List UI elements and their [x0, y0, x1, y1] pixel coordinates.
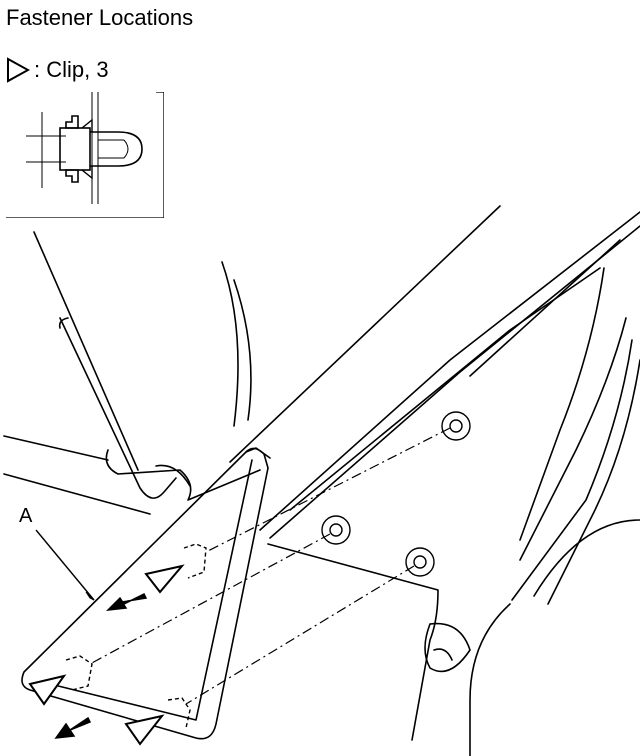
clip-hole-2 — [321, 515, 351, 545]
removal-arrow-1 — [105, 592, 148, 611]
clip-marker-2 — [28, 674, 67, 706]
callout-a-leader — [35, 529, 95, 601]
removal-arrow-2 — [54, 716, 92, 739]
door-frame-upper — [259, 211, 640, 531]
clip-hole-1 — [441, 411, 471, 441]
clip-holes — [321, 411, 471, 577]
clip-detail-inset — [6, 92, 164, 218]
trim-piece-a-outline — [21, 447, 269, 740]
body-curve-1 — [221, 261, 239, 427]
clip-markers — [28, 564, 185, 746]
leader-lines — [89, 427, 451, 705]
windshield-edge-line — [229, 205, 501, 463]
pillar-edge-line — [33, 231, 139, 471]
page-title: Fastener Locations — [6, 5, 194, 30]
callout-a-label: A — [19, 505, 33, 527]
clip-symbol-icon — [7, 57, 30, 83]
legend-label: : Clip, 3 — [34, 57, 109, 82]
clip-marker-1 — [144, 564, 185, 594]
legend-clip: : Clip, 3 — [6, 56, 109, 84]
dashboard-upper-line — [3, 435, 109, 461]
dashboard-lower-line — [3, 473, 151, 515]
clip-hole-3 — [405, 547, 435, 577]
removal-arrows — [54, 592, 148, 739]
clip-hidden-outlines — [65, 543, 207, 729]
door-panel-edge — [267, 543, 439, 741]
pillar-cover-outline — [59, 317, 177, 499]
clip-marker-3 — [124, 714, 165, 746]
